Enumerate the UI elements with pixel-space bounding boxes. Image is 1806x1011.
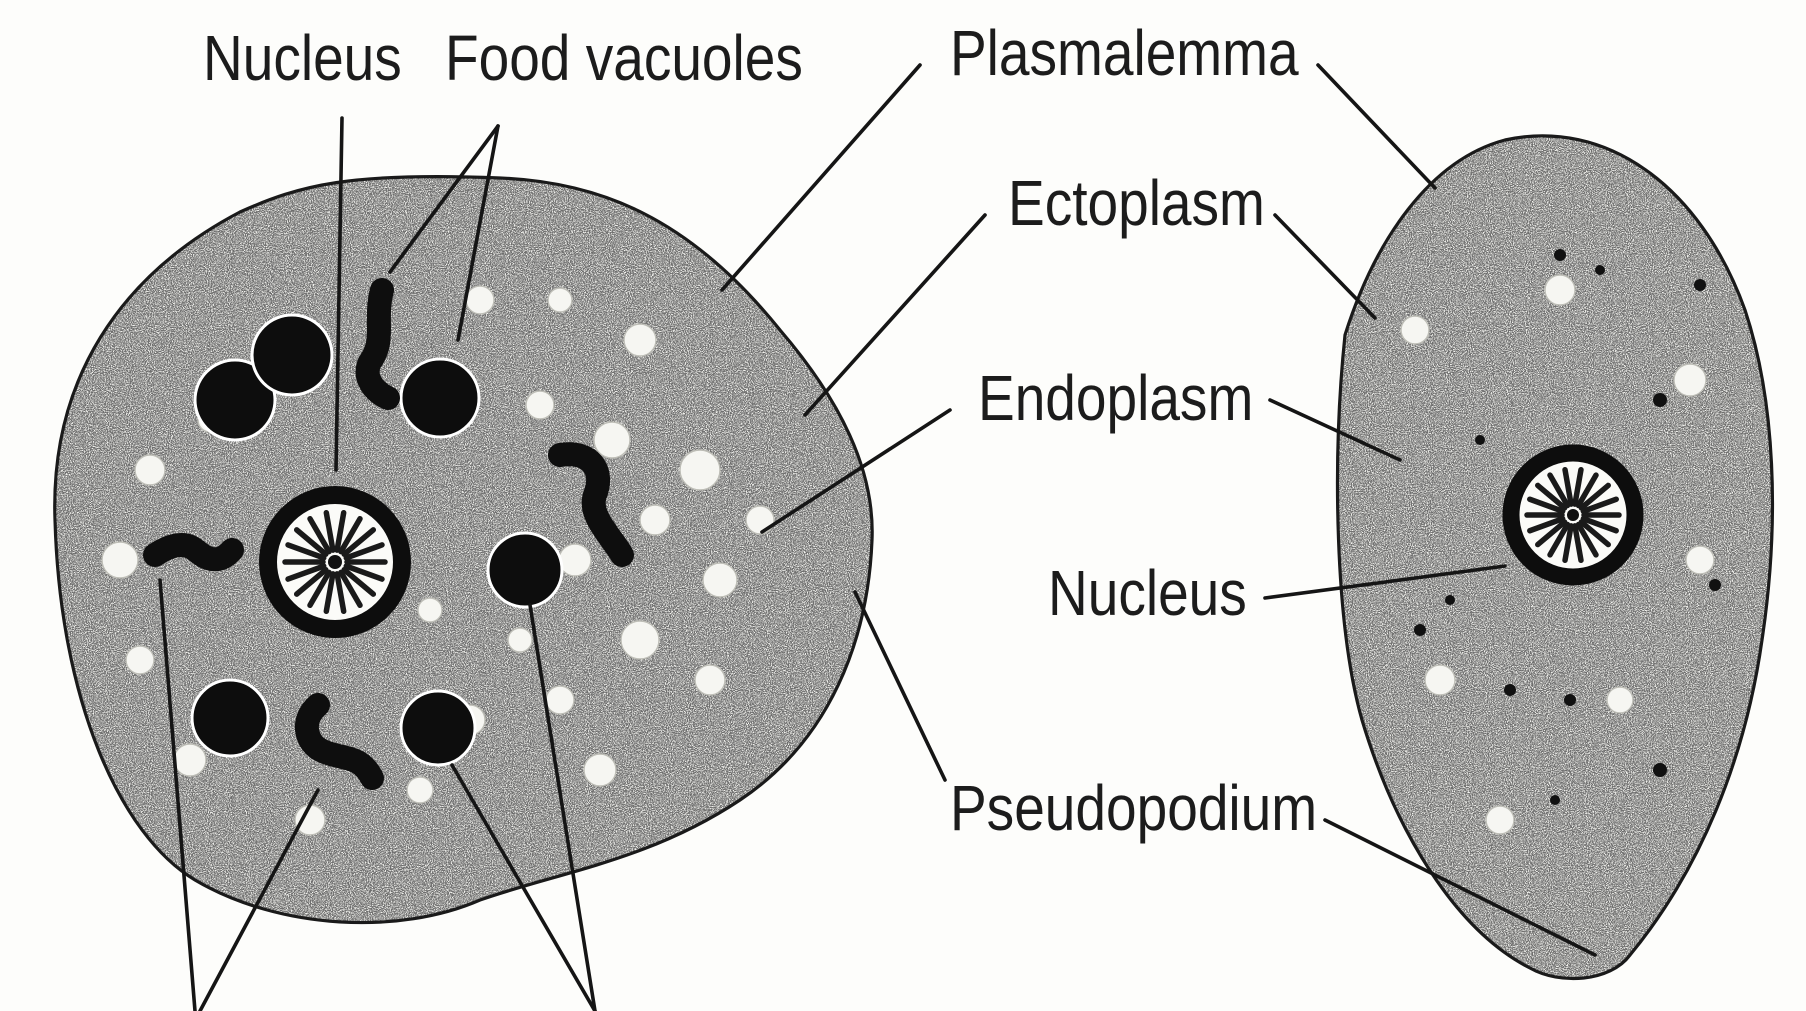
food-vacuole xyxy=(252,315,332,395)
food-vacuole xyxy=(488,533,562,607)
food-vacuole xyxy=(401,691,475,765)
food-vacuole xyxy=(401,359,479,437)
leader-pseudopodium-left xyxy=(855,592,945,780)
leader-ectoplasm-left xyxy=(805,215,985,415)
left-nucleus xyxy=(268,495,402,629)
food-vacuole xyxy=(192,680,268,756)
label-left-nucleus: Nucleus xyxy=(203,22,402,94)
leader-plasmalemma-left xyxy=(722,65,920,290)
leader-ectoplasm-right xyxy=(1275,215,1375,318)
label-endoplasm: Endoplasm xyxy=(978,362,1253,434)
label-food-vacuoles: Food vacuoles xyxy=(445,22,803,94)
label-plasmalemma: Plasmalemma xyxy=(950,17,1299,89)
food-particle xyxy=(155,545,232,559)
label-ectoplasm: Ectoplasm xyxy=(1008,167,1265,239)
left-amoeba-cell xyxy=(40,160,890,950)
label-right-nucleus: Nucleus xyxy=(1048,557,1247,629)
label-pseudopodium: Pseudopodium xyxy=(950,772,1317,844)
right-nucleus xyxy=(1511,453,1635,577)
leader-plasmalemma-right xyxy=(1318,65,1435,188)
right-amoeba-cell xyxy=(1320,120,1790,1000)
